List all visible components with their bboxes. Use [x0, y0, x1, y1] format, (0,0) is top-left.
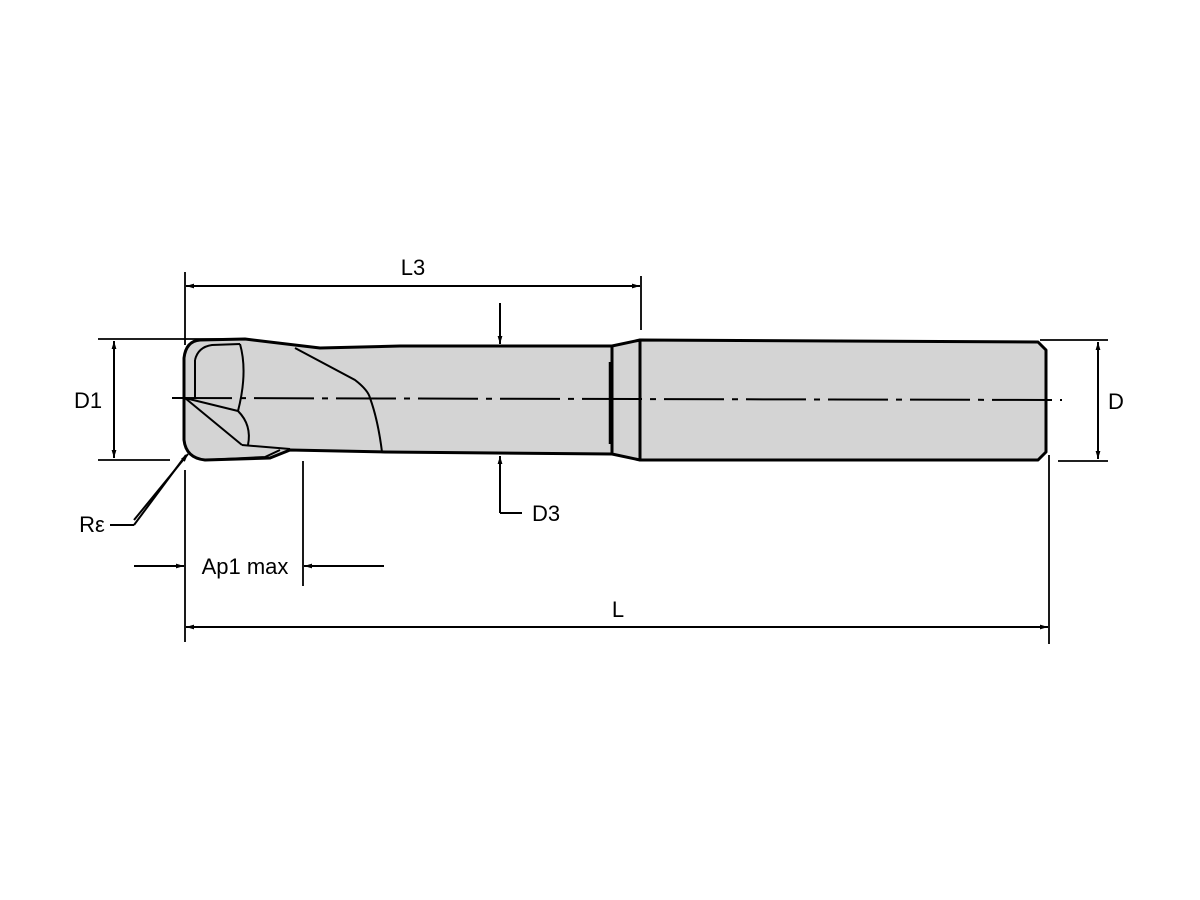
label-l: L [612, 597, 624, 622]
tool-body [182, 337, 1048, 462]
dimension-l3: L3 [186, 255, 640, 289]
cutting-portion [182, 337, 614, 462]
center-line [171, 397, 1063, 401]
dimension-d1: D1 [74, 341, 117, 458]
label-d1: D1 [74, 388, 102, 413]
label-l3: L3 [401, 255, 425, 280]
label-re: Rε [79, 512, 105, 537]
label-d3: D3 [532, 501, 560, 526]
dimension-d3: D3 [497, 303, 560, 526]
extension-lines [98, 272, 1108, 644]
label-ap1-max: Ap1 max [202, 554, 289, 579]
dimension-ap1-max: Ap1 max [134, 554, 384, 579]
dimension-l: L [186, 597, 1048, 630]
label-d: D [1108, 389, 1124, 414]
dimension-d: D [1095, 342, 1124, 459]
dimension-corner-radius: Rε [79, 453, 189, 537]
